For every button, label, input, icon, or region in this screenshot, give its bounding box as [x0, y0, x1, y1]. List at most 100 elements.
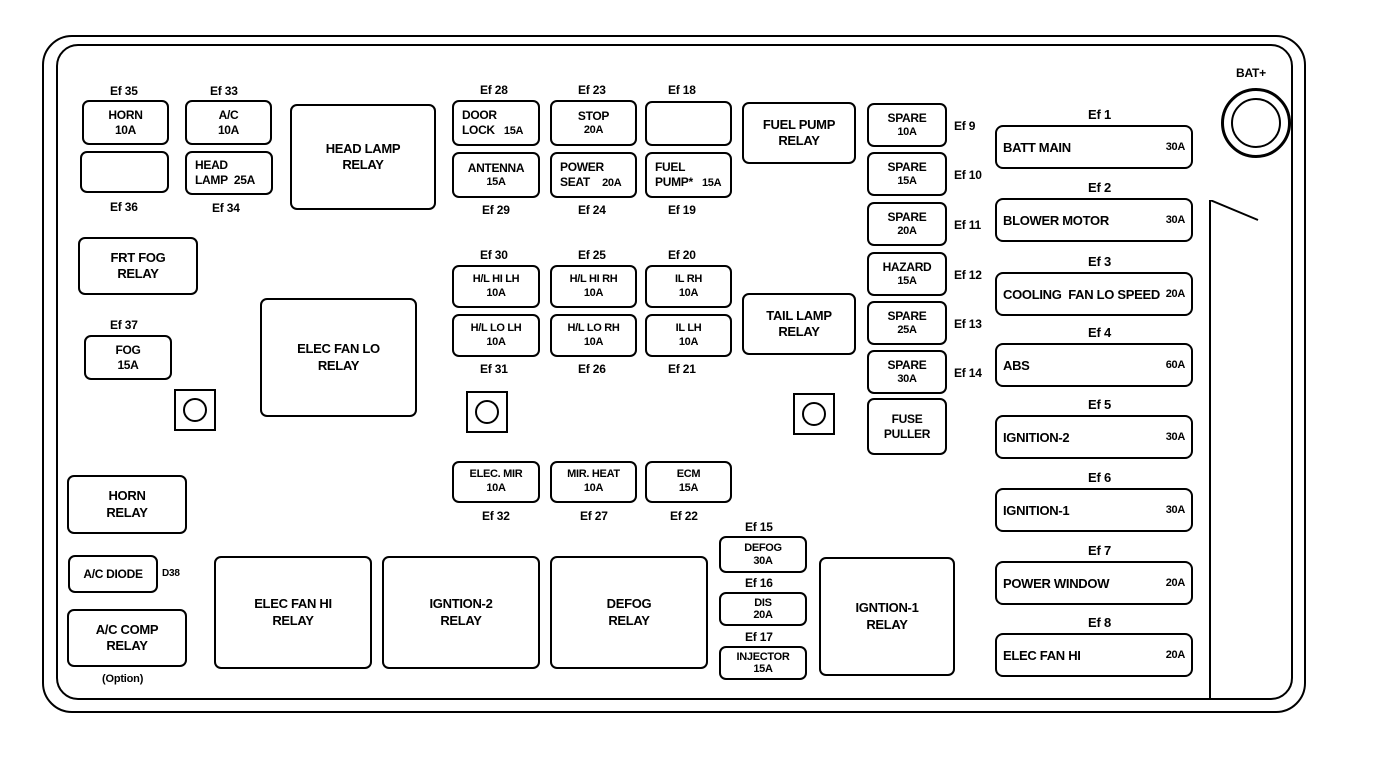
head-lamp-relay: HEAD LAMP RELAY [290, 104, 436, 210]
main-fuse-amp: 30A [1165, 214, 1186, 226]
fuel-pump-fuse: FUEL PUMP* 15A [645, 152, 732, 198]
main-fuse-ef-label: Ef 4 [1088, 325, 1112, 340]
door-lock-name: DOOR [462, 107, 497, 122]
horn-relay-l2: RELAY [106, 504, 148, 520]
spare-fuse-name: SPARE [887, 159, 927, 174]
elec-fan-lo-relay-l1: ELEC FAN LO [297, 341, 380, 357]
spare-fuse-name: SPARE [887, 308, 927, 323]
ac-fuse-name: A/C [218, 107, 239, 122]
battery-terminal-label: BAT+ [1236, 66, 1266, 80]
empty-fuse-slot-ef18 [645, 101, 732, 146]
main-fuse-name: IGNITION-2 [1003, 429, 1070, 445]
fuel-pump-relay: FUEL PUMP RELAY [742, 102, 856, 164]
ac-comp-relay-l2: RELAY [106, 638, 148, 653]
ef36-label: Ef 36 [110, 200, 138, 214]
il-lh-name: IL LH [675, 321, 702, 334]
spare-fuse-amp: 25A [897, 323, 917, 336]
main-fuse-amp: 30A [1165, 431, 1186, 443]
main-fuse-ef-label: Ef 6 [1088, 470, 1112, 485]
ef32-label: Ef 32 [482, 509, 510, 523]
main-fuse-amp: 20A [1165, 288, 1186, 300]
empty-fuse-slot-ef36 [80, 151, 169, 193]
hl-hi-lh-name: H/L HI LH [472, 272, 520, 285]
main-fuse-amp: 20A [1165, 649, 1186, 661]
ecm-fuse: ECM 15A [645, 461, 732, 503]
main-fuse-amp: 30A [1165, 141, 1186, 153]
ef29-label: Ef 29 [482, 203, 510, 217]
main-fuse-name: BLOWER MOTOR [1003, 212, 1109, 228]
main-fuse-ef-label: Ef 2 [1088, 180, 1112, 195]
fog-fuse: FOG 15A [84, 335, 172, 380]
ecm-name: ECM [676, 468, 701, 481]
power-seat-name: POWER [560, 159, 604, 174]
main-fuse-name: COOLING FAN LO SPEED [1003, 286, 1160, 302]
spare-fuse-ef-label: Ef 11 [954, 218, 982, 232]
elec-fan-lo-relay: ELEC FAN LO RELAY [260, 298, 417, 417]
elec-fan-lo-relay-l2: RELAY [317, 357, 360, 373]
il-rh-name: IL RH [674, 272, 703, 285]
il-lh-amp: 10A [678, 335, 699, 348]
ef30-label: Ef 30 [480, 248, 508, 262]
ef28-label: Ef 28 [480, 83, 508, 97]
ac-diode-name: A/C DIODE [83, 566, 143, 581]
spare-fuse-amp: 15A [897, 274, 917, 287]
power-seat-amp: 20A [602, 176, 622, 189]
ground-terminal-icon [466, 391, 508, 433]
head-lamp-relay-l1: HEAD LAMP [325, 140, 401, 156]
horn-fuse: HORN 10A [82, 100, 169, 145]
door-lock-fuse: DOOR LOCK 15A [452, 100, 540, 146]
elec-fan-hi-relay-l1: ELEC FAN HI [254, 596, 332, 612]
main-fuse-name: IGNITION-1 [1003, 502, 1070, 518]
horn-fuse-name: HORN [108, 107, 143, 122]
right-panel-divider [1209, 200, 1259, 700]
horn-relay: HORN RELAY [67, 475, 187, 534]
option-note: (Option) [102, 673, 144, 685]
ef18-label: Ef 18 [668, 83, 696, 97]
d38-label: D38 [162, 568, 180, 579]
fuse-puller-l1: FUSE [891, 411, 923, 426]
door-lock-amp: 15A [503, 124, 524, 137]
power-seat-name2: SEAT [560, 174, 590, 189]
il-rh-fuse: IL RH 10A [645, 265, 732, 308]
hl-lo-lh-name: H/L LO LH [470, 321, 522, 334]
fuse-box-outer-frame [42, 35, 1306, 713]
hl-lo-rh-amp: 10A [583, 335, 604, 348]
hl-lo-rh-fuse: H/L LO RH 10A [550, 314, 637, 357]
head-lamp-fuse-name2: LAMP [195, 173, 228, 187]
ef33-label: Ef 33 [210, 84, 238, 98]
ground-terminal-icon [793, 393, 835, 435]
horn-relay-l1: HORN [108, 488, 146, 504]
spare-fuse-ef-label: Ef 12 [954, 268, 982, 282]
ef16-label: Ef 16 [745, 576, 773, 590]
main-fuse-amp: 20A [1165, 577, 1186, 589]
main-fuse: COOLING FAN LO SPEED 20A [995, 272, 1193, 316]
head-lamp-fuse-amp: 25A [233, 173, 255, 187]
ef22-label: Ef 22 [670, 509, 698, 523]
il-lh-fuse: IL LH 10A [645, 314, 732, 357]
fog-fuse-amp: 15A [117, 357, 139, 372]
spare-fuse-ef-label: Ef 9 [954, 119, 976, 133]
elec-mir-fuse: ELEC. MIR 10A [452, 461, 540, 503]
ef21-label: Ef 21 [668, 362, 696, 376]
igntion-2-relay-l2: RELAY [440, 612, 482, 628]
hl-hi-rh-amp: 10A [583, 286, 604, 299]
fuel-pump-fuse-name2: PUMP* [655, 174, 693, 189]
head-lamp-relay-l2: RELAY [342, 157, 384, 172]
frt-fog-relay-l2: RELAY [117, 266, 159, 281]
hl-hi-lh-amp: 10A [486, 286, 506, 299]
main-fuse-name: POWER WINDOW [1003, 575, 1110, 591]
frt-fog-relay-l1: FRT FOG [110, 249, 166, 265]
main-fuse-amp: 60A [1165, 359, 1186, 371]
tail-lamp-relay: TAIL LAMP RELAY [742, 293, 856, 355]
ef19-label: Ef 19 [668, 203, 696, 217]
fuel-pump-relay-l1: FUEL PUMP [762, 116, 836, 132]
ef34-label: Ef 34 [212, 201, 240, 215]
ef23-label: Ef 23 [578, 83, 606, 97]
defog-fuse: DEFOG 30A [719, 536, 807, 573]
